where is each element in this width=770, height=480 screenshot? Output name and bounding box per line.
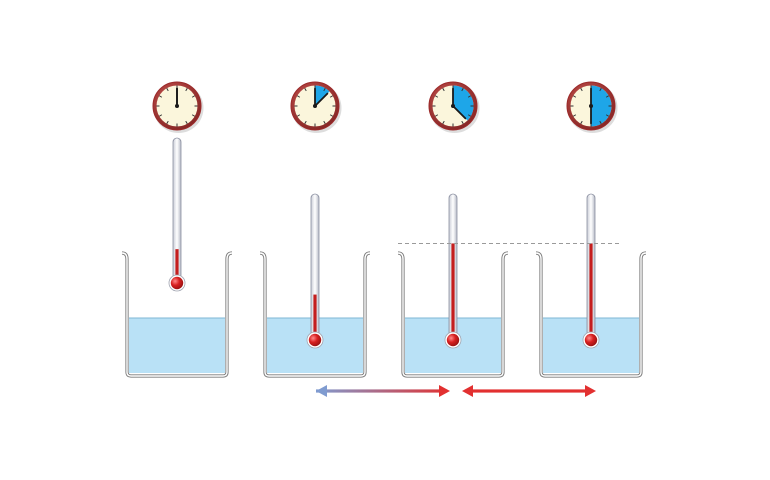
water [129, 318, 225, 373]
arrow-temperature-rising [316, 385, 450, 397]
clock-elapsed-wedge [453, 85, 474, 121]
step-3 [397, 81, 509, 378]
clock-elapsed-wedge [315, 85, 330, 106]
clock-hand [314, 92, 329, 107]
arrow-temperature-stable [462, 385, 596, 397]
thermometer [306, 193, 324, 349]
step-1 [121, 81, 233, 378]
step-2 [259, 81, 371, 378]
clock-icon [152, 81, 204, 133]
clock-elapsed-wedge [591, 85, 612, 127]
beaker [121, 251, 233, 378]
clock-hand [452, 105, 467, 120]
mercury-column [175, 249, 179, 283]
clock-icon [428, 81, 480, 133]
clock-icon [290, 81, 342, 133]
thermometer [444, 193, 462, 349]
mercury-column [451, 243, 455, 340]
mercury-column [313, 294, 317, 340]
thermometer [168, 137, 186, 292]
step-4 [535, 81, 647, 378]
mercury-column [589, 243, 593, 340]
clock-icon [566, 81, 618, 133]
thermometer [582, 193, 600, 349]
